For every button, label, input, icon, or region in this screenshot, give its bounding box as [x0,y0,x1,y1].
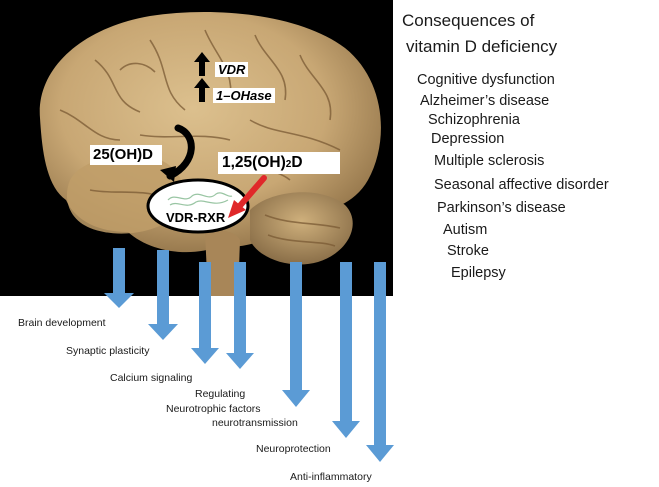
up-arrow-icon [194,52,210,76]
consequences-title-line2: vitamin D deficiency [406,37,558,56]
effect-arrow-icon [191,262,219,364]
effect-label: Neurotrophic factors [166,403,261,415]
consequence-item: Autism [443,222,488,238]
calcidiol-label: 25(OH)D [93,146,154,163]
curved-conversion-arrow-icon [166,124,195,180]
effect-label: Synaptic plasticity [66,345,150,357]
consequence-item: Stroke [447,243,489,259]
effect-arrow-icon [104,248,134,308]
effect-label: Brain development [18,317,106,329]
vdr-label: VDR [215,62,249,77]
consequence-item: Seasonal affective disorder [434,177,609,193]
effect-label: Anti-inflammatory [290,471,372,483]
effect-label: Calcium signaling [110,372,193,384]
consequences-title-line1: Consequences of [402,11,535,30]
effect-arrow-icon [226,262,254,369]
effect-arrow-icon [366,262,394,462]
vdr-rxr-oval [146,178,250,234]
consequence-item: Depression [431,131,505,147]
consequence-item: Schizophrenia [428,112,520,128]
consequence-item: Cognitive dysfunction [417,72,555,88]
effect-arrow-icon [148,250,178,340]
cerebellum [250,192,353,265]
vdr-rxr-label: VDR-RXR [166,210,226,225]
brain-illustration [39,11,381,296]
consequence-item: Parkinson’s disease [437,200,566,216]
effect-arrow-icon [332,262,360,438]
calcitriol-label: 1,25(OH)2D [222,154,303,171]
effect-label: Neuroprotection [256,443,331,455]
consequence-item: Alzheimer’s disease [420,93,550,109]
up-arrow-icon [194,78,210,102]
consequence-item: Multiple sclerosis [434,153,545,169]
brainstem [205,230,240,296]
effect-label: Regulating [195,388,246,400]
red-arrow-icon [235,175,267,211]
consequence-item: Epilepsy [451,265,506,281]
one-ohase-label: 1–OHase [213,88,275,103]
effect-label: neurotransmission [212,417,298,429]
effect-arrow-icon [282,262,310,407]
